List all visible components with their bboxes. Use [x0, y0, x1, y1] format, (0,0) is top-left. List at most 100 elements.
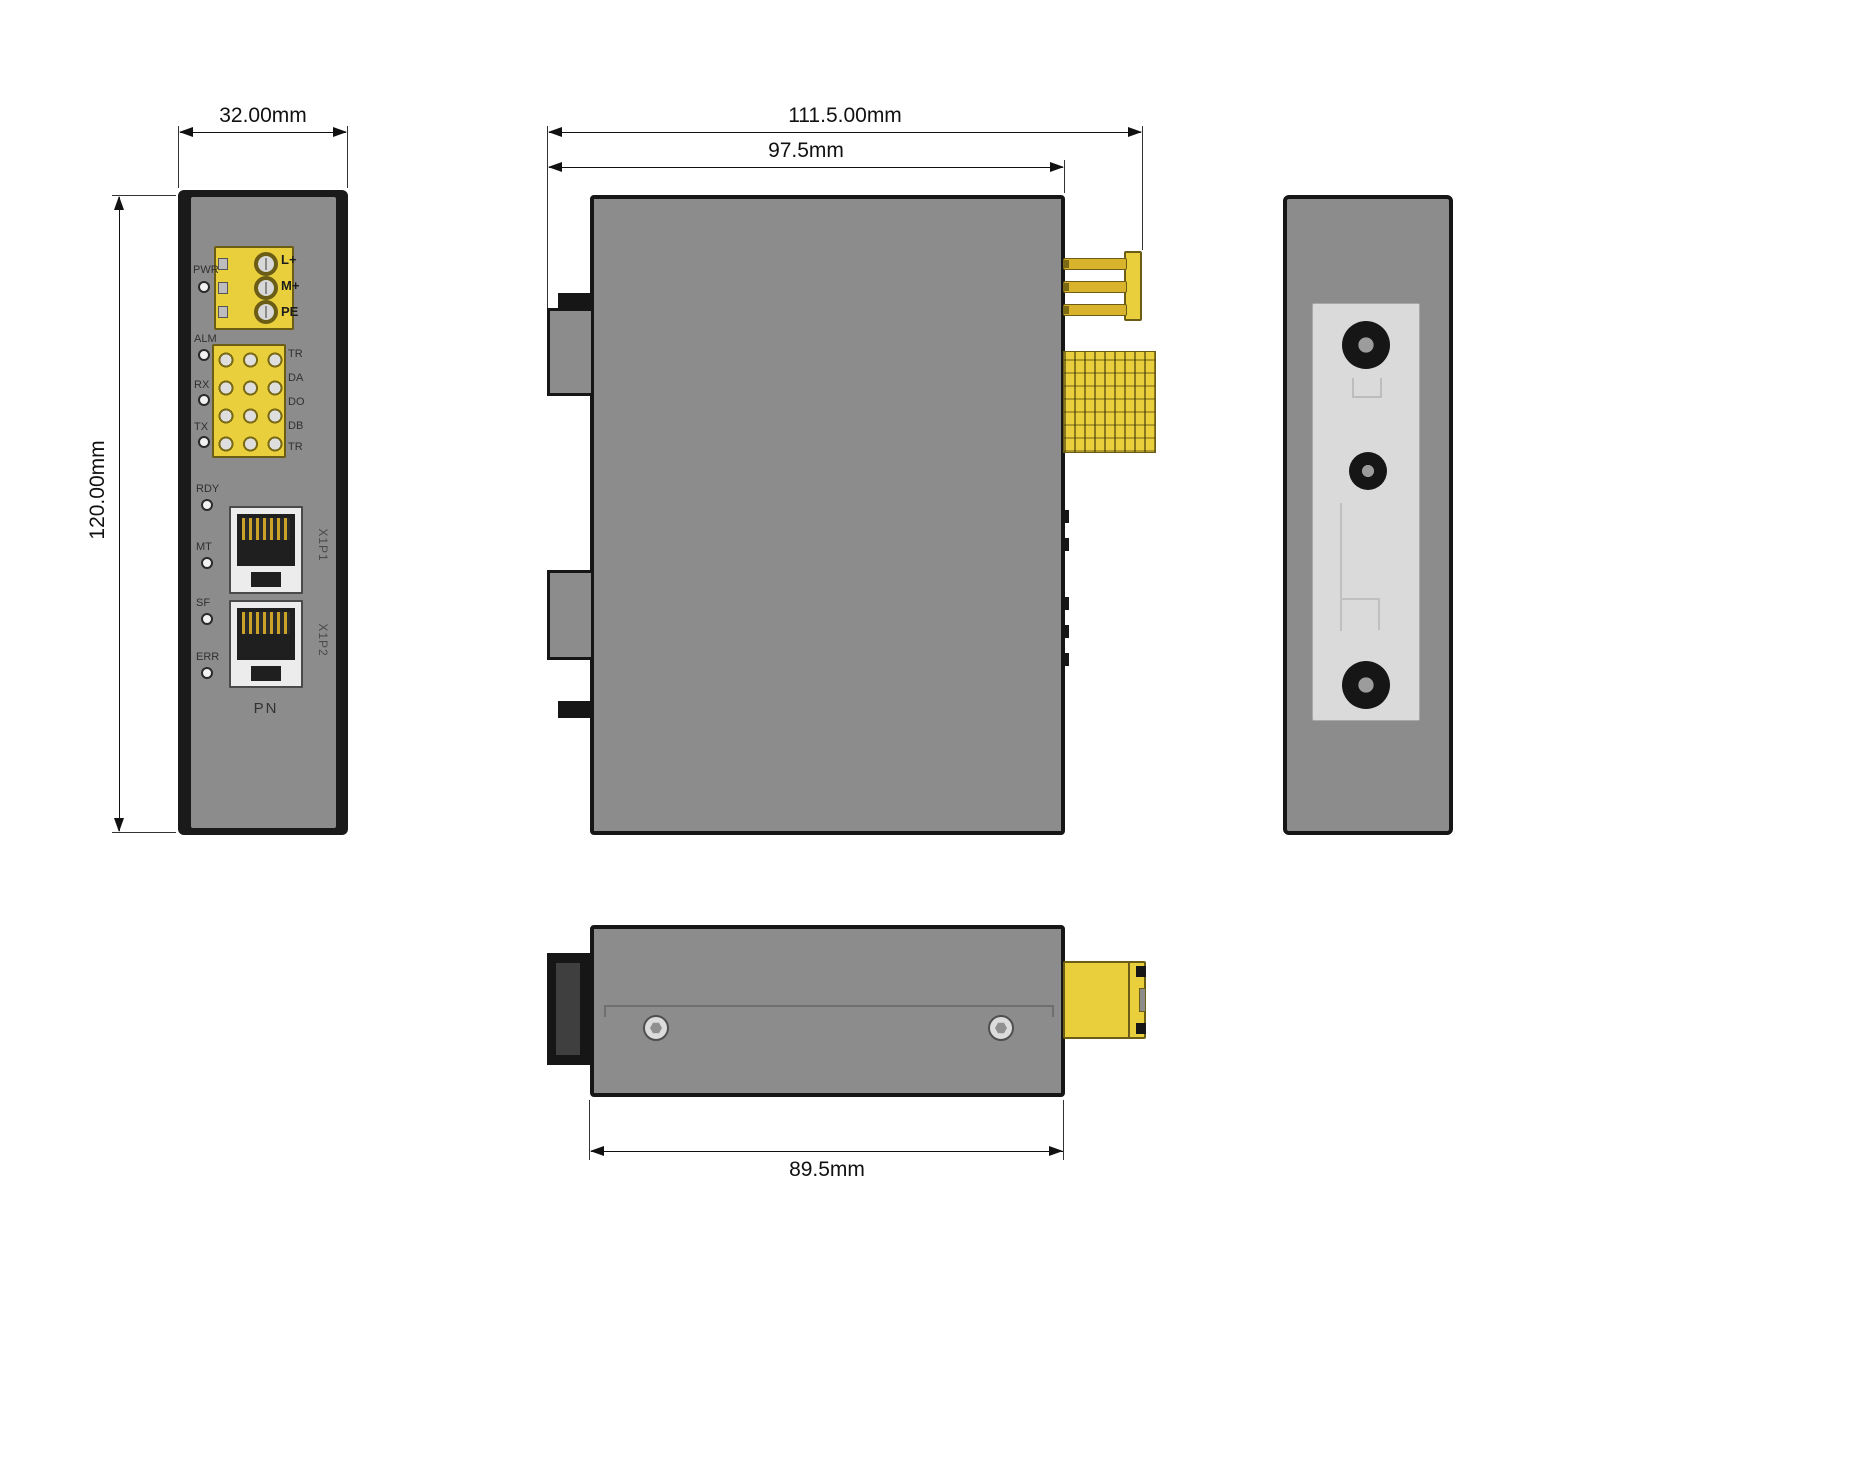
mounting-hole-middle [1349, 452, 1387, 490]
din-rail-foot-bottom [558, 701, 592, 718]
extension-line [589, 1100, 590, 1160]
arrowhead-up-icon [114, 196, 124, 210]
arrowhead-left-icon [179, 127, 193, 137]
tx-led-label: TX [194, 421, 209, 433]
bottom-connector-seam [1128, 963, 1130, 1037]
bottom-seam-notch [1052, 1005, 1054, 1017]
extension-line [112, 832, 176, 833]
bottom-connector-notch [1139, 988, 1146, 1012]
edge-bump [1061, 625, 1069, 638]
extension-line [1064, 160, 1065, 193]
bottom-view-body [590, 925, 1065, 1097]
serial-terminal-label: DB [288, 420, 304, 432]
rdy-led [201, 499, 213, 511]
din-rail-tab-top [547, 308, 594, 396]
arrowhead-right-icon [1128, 127, 1142, 137]
power-connector-pin [1063, 258, 1127, 270]
dim-front-height-label: 120.00mm [86, 440, 109, 540]
arrowhead-right-icon [1050, 162, 1064, 172]
power-screw-terminal [254, 252, 278, 276]
power-connector-pin-tip [1063, 260, 1069, 268]
mounting-hole-top [1342, 321, 1390, 369]
dim-side-total-line [549, 132, 1141, 133]
bottom-connector-latch [1136, 1023, 1146, 1034]
serial-terminal-label: DO [288, 396, 305, 408]
extension-line [347, 126, 348, 188]
dim-front-width-line [180, 132, 346, 133]
power-pin [218, 258, 228, 270]
power-pin [218, 282, 228, 294]
din-rail-tab-bottom [547, 570, 594, 660]
arrowhead-left-icon [590, 1146, 604, 1156]
din-clip-step-line [1340, 598, 1380, 600]
pwr-led [198, 281, 210, 293]
tx-led [198, 436, 210, 448]
mt-led-label: MT [196, 541, 212, 553]
power-connector-pin-tip [1063, 306, 1069, 314]
err-led-label: ERR [196, 651, 220, 663]
power-connector-pin [1063, 281, 1127, 293]
din-clip-step-line [1378, 598, 1380, 630]
rj45-latch [251, 666, 281, 681]
edge-bump [1061, 653, 1069, 666]
protocol-label: PN [253, 700, 279, 717]
extension-line [178, 126, 179, 188]
rj45-opening [237, 514, 295, 566]
serial-terminal-side [1063, 351, 1156, 453]
rx-led [198, 394, 210, 406]
serial-terminal-block [212, 344, 286, 458]
dim-front-height-line [119, 197, 120, 831]
dim-bottom-width-label: 89.5mm [789, 1158, 865, 1181]
rx-led-label: RX [194, 379, 210, 391]
bottom-connector-latch [1136, 966, 1146, 977]
edge-bump [1061, 597, 1069, 610]
bottom-seam-notch [604, 1005, 606, 1017]
serial-terminal-label: DA [288, 372, 304, 384]
port-x1p1-label: X1P1 [316, 528, 330, 562]
edge-bump [1061, 538, 1069, 551]
rdy-led-label: RDY [196, 483, 220, 495]
bottom-seam-line [604, 1005, 1054, 1007]
sf-led-label: SF [196, 597, 211, 609]
sf-led [201, 613, 213, 625]
bottom-connector [1063, 961, 1146, 1039]
rj45-pins [242, 612, 290, 634]
side-view-body [590, 195, 1065, 835]
serial-terminal-label: TR [288, 441, 303, 453]
rj45-latch [251, 572, 281, 587]
rj45-opening [237, 608, 295, 660]
arrowhead-left-icon [548, 127, 562, 137]
power-pin [218, 306, 228, 318]
alm-led [198, 349, 210, 361]
screw-left [643, 1015, 669, 1041]
din-rail-foot-top [558, 293, 592, 310]
din-clip-plate [1312, 303, 1420, 721]
port-x1p2-label: X1P2 [316, 623, 330, 657]
dim-side-total-label: 111.5.00mm [788, 104, 902, 127]
edge-bump [1061, 510, 1069, 523]
power-connector-pin [1063, 304, 1127, 316]
arrowhead-left-icon [548, 162, 562, 172]
power-terminal-label: L+ [281, 252, 297, 267]
rj45-pins [242, 518, 290, 540]
power-connector-pin-tip [1063, 283, 1069, 291]
dim-side-body-label: 97.5mm [768, 139, 844, 162]
mounting-hole-bottom [1342, 661, 1390, 709]
bottom-din-foot-inner [556, 963, 580, 1055]
hex-socket-icon [995, 1022, 1007, 1034]
dim-side-body-line [549, 167, 1063, 168]
extension-line [112, 195, 176, 196]
hex-socket-icon [650, 1022, 662, 1034]
arrowhead-right-icon [1049, 1146, 1063, 1156]
extension-line [547, 126, 548, 308]
power-screw-terminal [254, 276, 278, 300]
mt-led [201, 557, 213, 569]
arrowhead-down-icon [114, 818, 124, 832]
rj45-port-1 [229, 506, 303, 594]
power-screw-terminal [254, 300, 278, 324]
power-terminal-label: PE [281, 304, 299, 319]
dim-front-width-label: 32.00mm [219, 104, 307, 127]
serial-terminal-label: TR [288, 348, 303, 360]
screw-right [988, 1015, 1014, 1041]
